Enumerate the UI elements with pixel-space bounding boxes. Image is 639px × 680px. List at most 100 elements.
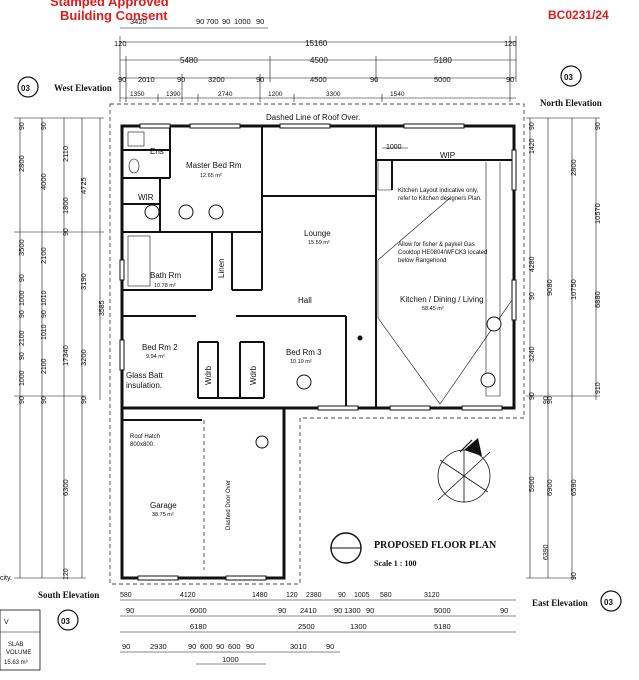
right-dim-label: 6590 [569,479,578,496]
room-bed2: Bed Rm 2 [142,343,178,352]
top-dim-label: 90 [256,17,264,26]
south-elevation-marker: South Elevation 03 [38,590,99,631]
south-elevation-label: South Elevation [38,590,99,600]
drawing-scale: Scale 1 : 100 [374,559,416,568]
room-bath: Bath Rm [150,271,181,280]
room-wdrb-2: Wdrb [249,365,258,385]
stamp-line-1: Stamped Approved [50,0,169,9]
top-dim-label: 700 [206,17,219,26]
left-dim-label: 90 [19,122,26,130]
window [189,123,241,129]
kitchen-note-line-2: refer to Kitchen designers Plan. [398,196,482,202]
left-dim-label: 1000 [19,370,26,386]
bottom-dim-label: 4120 [180,592,196,599]
room-kitchen: Kitchen / Dining / Living [400,295,484,304]
right-dim-col2-labels: 2800 9080 10750 6590 90 [545,159,578,580]
window [317,405,359,411]
right-dim-label: 90 [529,392,536,400]
hall-hatch [377,197,513,405]
left-dim-label: 3200 [79,349,88,366]
left-dim-label: 1800 [61,197,70,214]
top-dim-row5-labels: 1350 1390 2740 1200 3300 1540 [130,91,405,98]
window [225,575,267,581]
window [461,405,503,411]
top-dim-label: 2740 [218,91,233,98]
right-dim-label: 90 [571,572,578,580]
top-dim-label: 3300 [326,91,341,98]
room-labels: Ens Master Bed Rm 12.65 m² WIR Bath Rm 1… [138,147,484,518]
left-dim-label: 17340 [61,345,70,366]
room-garage: Garage [150,501,177,510]
right-dim-label: 9080 [545,279,554,296]
bottom-dim-label: 1300 [344,606,361,615]
shower-icon [127,131,145,147]
smoke-alarm-icon [208,204,224,220]
left-dim-label: 90 [41,310,48,318]
room-wdrb-1: Wdrb [204,365,213,385]
glass-batt-line-1: Glass Batt [126,371,164,380]
right-dim-label: 10570 [593,203,602,224]
bottom-dim-label: 3010 [290,642,307,651]
room-bed2-area: 9.94 m² [146,354,165,360]
left-dim-label: 2110 [61,146,70,162]
bottom-dim-label: 2410 [300,606,317,615]
slab-label: SLAB [8,642,23,648]
bottom-dim-label: 2500 [298,622,315,631]
top-dim-label: 90 [177,75,185,84]
left-dim-label: 90 [63,228,70,236]
window [137,575,179,581]
bottom-dim-row4-labels: 90 2930 90 600 90 600 90 3010 90 [122,642,334,651]
left-dim-label: 4725 [79,177,88,194]
top-dim-label: 90 [370,75,378,84]
room-lounge-area: 15.59 m² [308,240,330,246]
smoke-alarm-icon [486,316,502,332]
bottom-dim-label: 120 [286,592,298,599]
left-dim-label: 1010 [41,324,48,340]
bottom-dim-label: 90 [122,642,130,651]
right-dim-label: 910 [595,382,602,394]
bottom-dim-label: 1000 [222,655,239,664]
top-dim-label: 3200 [208,75,225,84]
right-dim-label: 4280 [529,256,536,272]
interior-walls [122,126,514,421]
bottom-dim-label: 1480 [252,592,268,599]
margin-fragment-v: V [4,619,9,626]
elevation-ref: 03 [21,84,30,93]
top-dim-label: 15160 [305,39,328,48]
right-dimension-strings: 90 1420 4280 90 3240 90 5900 6900 90 280… [526,117,602,580]
left-dim-label: 6300 [61,479,70,496]
cooktop-note-line-3: below Rangehood [398,258,446,264]
smoke-alarm-icon [296,374,312,390]
top-dim-label: 1390 [166,91,181,98]
top-dim-row1-labels: 3420 90 700 90 1000 90 [130,17,264,26]
bottom-dim-row1-labels: 580 4120 1480 120 2380 90 1005 580 3120 [120,592,440,599]
bottom-dimension-strings: 580 4120 1480 120 2380 90 1005 580 3120 … [120,592,516,665]
top-dim-row4-labels: 90 2010 90 3200 90 4500 90 5000 90 [118,75,514,84]
room-master: Master Bed Rm [186,161,242,170]
title-block: PROPOSED FLOOR PLAN Scale 1 : 100 [330,532,497,568]
top-dim-label: 90 [222,17,230,26]
smoke-alarms [144,204,502,449]
bottom-dim-label: 90 [246,642,254,651]
top-dim-label: 3420 [130,17,147,26]
slab-volume-box: SLAB VOLUME 15.63 m³ [0,609,41,671]
bottom-dim-label: 90 [326,642,334,651]
room-wir: WIR [138,193,154,202]
ceiling-point-icon [357,335,363,341]
left-dim-label: 90 [19,310,26,318]
right-dim-label: 90 [529,122,536,130]
room-lounge: Lounge [304,229,331,238]
left-dim-label: 2100 [19,330,26,346]
bottom-dim-label: 1005 [354,592,370,599]
room-kitchen-area: 58.45 m² [422,306,444,312]
left-dim-col3-labels: 4725 3190 3585 17340 [61,177,106,366]
top-dim-label: 120 [114,39,127,48]
left-dim-col1-labels: 90 2800 4000 3500 90 1000 90 2100 90 100… [17,122,70,580]
east-elevation-label: East Elevation [532,598,588,608]
bottom-dim-label: 6000 [190,606,207,615]
slab-volume-value: 15.63 m³ [4,660,28,666]
window [511,149,517,191]
window [139,123,171,129]
top-dim-row3-labels: 5480 4500 5180 [180,56,452,65]
margin-fragment-city: city. [0,575,12,582]
